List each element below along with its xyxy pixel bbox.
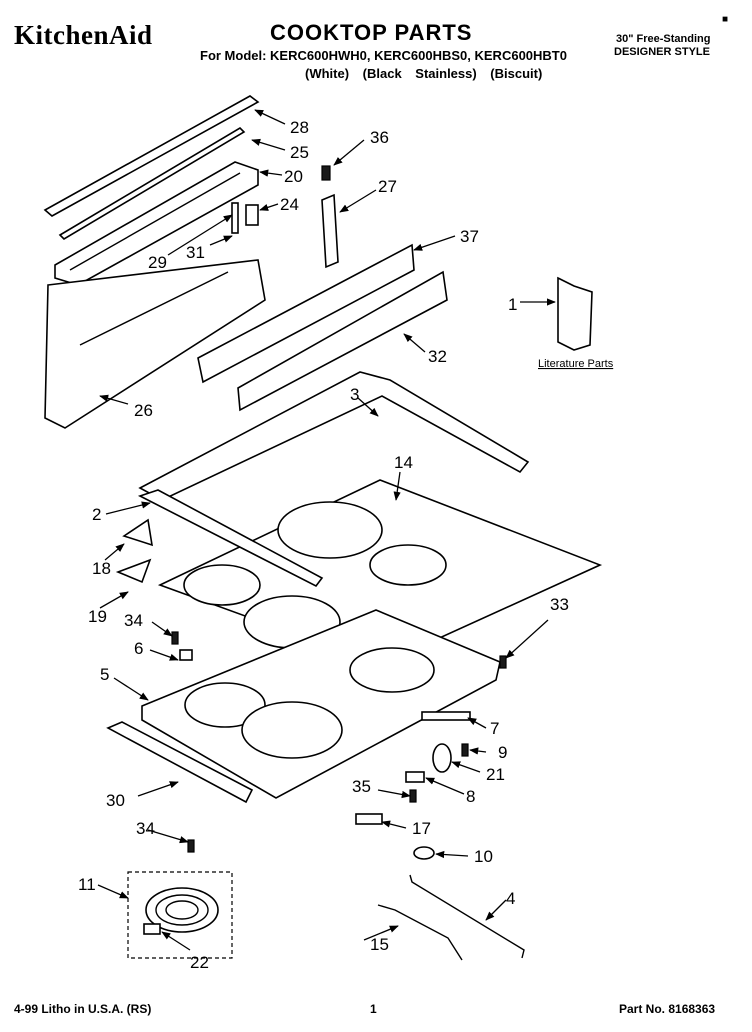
part-28-trim [43, 95, 260, 217]
part-18-bracket [122, 518, 153, 547]
part-11-element [127, 871, 233, 959]
part-31-clip [231, 202, 239, 234]
part-24-bracket [245, 204, 259, 226]
label-33: 33 [550, 595, 569, 614]
label-14: 14 [394, 453, 413, 472]
label-3: 3 [350, 385, 359, 404]
label-20: 20 [284, 167, 303, 186]
part-22-terminal [143, 923, 161, 935]
part-9-screw [461, 743, 469, 757]
label-4: 4 [506, 889, 515, 908]
part-27-hinge [321, 193, 339, 269]
part-15-rod [377, 904, 463, 961]
label-29: 29 [148, 253, 167, 272]
part-5-burner-box [141, 609, 501, 799]
label-34-top: 34 [124, 611, 143, 630]
range-style: DESIGNER STYLE [614, 46, 710, 58]
label-27: 27 [378, 177, 397, 196]
label-31: 31 [186, 243, 205, 262]
part-37-strip [197, 243, 415, 384]
label-6: 6 [134, 639, 143, 658]
footer-print-info: 4-99 Litho in U.S.A. (RS) [14, 1002, 152, 1016]
label-8: 8 [466, 787, 475, 806]
label-32: 32 [428, 347, 447, 366]
label-30: 30 [106, 791, 125, 810]
part-34-screw-top [171, 631, 179, 645]
part-1-literature [557, 276, 593, 351]
label-37: 37 [460, 227, 479, 246]
label-36: 36 [370, 128, 389, 147]
label-28: 28 [290, 118, 309, 137]
label-24: 24 [280, 195, 299, 214]
part-20-control-channel [54, 161, 259, 286]
label-5: 5 [100, 665, 109, 684]
part-30-front-strip [106, 721, 254, 804]
part-6-clip [179, 649, 193, 661]
part-4-rod [409, 874, 525, 959]
corner-mark: ■ [722, 14, 729, 25]
part-19-bracket [115, 558, 152, 584]
label-25: 25 [290, 143, 309, 162]
footer-part-number: Part No. 8168363 [619, 1002, 716, 1016]
label-1: 1 [508, 295, 517, 314]
label-26: 26 [134, 401, 153, 420]
part-3-frame [138, 371, 530, 501]
label-15: 15 [370, 935, 389, 954]
model-list: For Model: KERC600HWH0, KERC600HBS0, KER… [200, 48, 567, 63]
label-17: 17 [412, 819, 431, 838]
label-10: 10 [474, 847, 493, 866]
label-34-bottom: 34 [136, 819, 155, 838]
label-35: 35 [352, 777, 371, 796]
part-26-back-panel [44, 259, 266, 429]
label-7: 7 [490, 719, 499, 738]
literature-parts-label: Literature Parts [538, 358, 614, 370]
part-8-switch-holder [405, 771, 425, 783]
label-18: 18 [92, 559, 111, 578]
page-title: COOKTOP PARTS [270, 20, 473, 45]
part-2-side-trim [137, 489, 324, 588]
part-36-screw [321, 165, 331, 181]
label-11: 11 [78, 875, 96, 894]
part-10-harness [413, 846, 435, 860]
footer-page-number: 1 [370, 1002, 377, 1016]
color-list: (White) (Black Stainless) (Biscuit) [305, 66, 543, 81]
brand-logo: KitchenAid [14, 20, 153, 50]
part-35-screw [409, 789, 417, 803]
label-9: 9 [498, 743, 507, 762]
label-22: 22 [190, 953, 209, 972]
part-25-rod [58, 126, 246, 241]
label-21: 21 [486, 765, 505, 784]
part-21-switch [432, 743, 452, 773]
part-34-screw-bottom [187, 839, 195, 853]
label-2: 2 [92, 505, 101, 524]
part-7-bar [421, 711, 471, 721]
range-type: 30" Free-Standing [616, 33, 711, 45]
label-19: 19 [88, 607, 107, 626]
part-17-connector [355, 813, 383, 825]
part-33-screw [499, 655, 507, 669]
part-32-strip [237, 270, 448, 412]
